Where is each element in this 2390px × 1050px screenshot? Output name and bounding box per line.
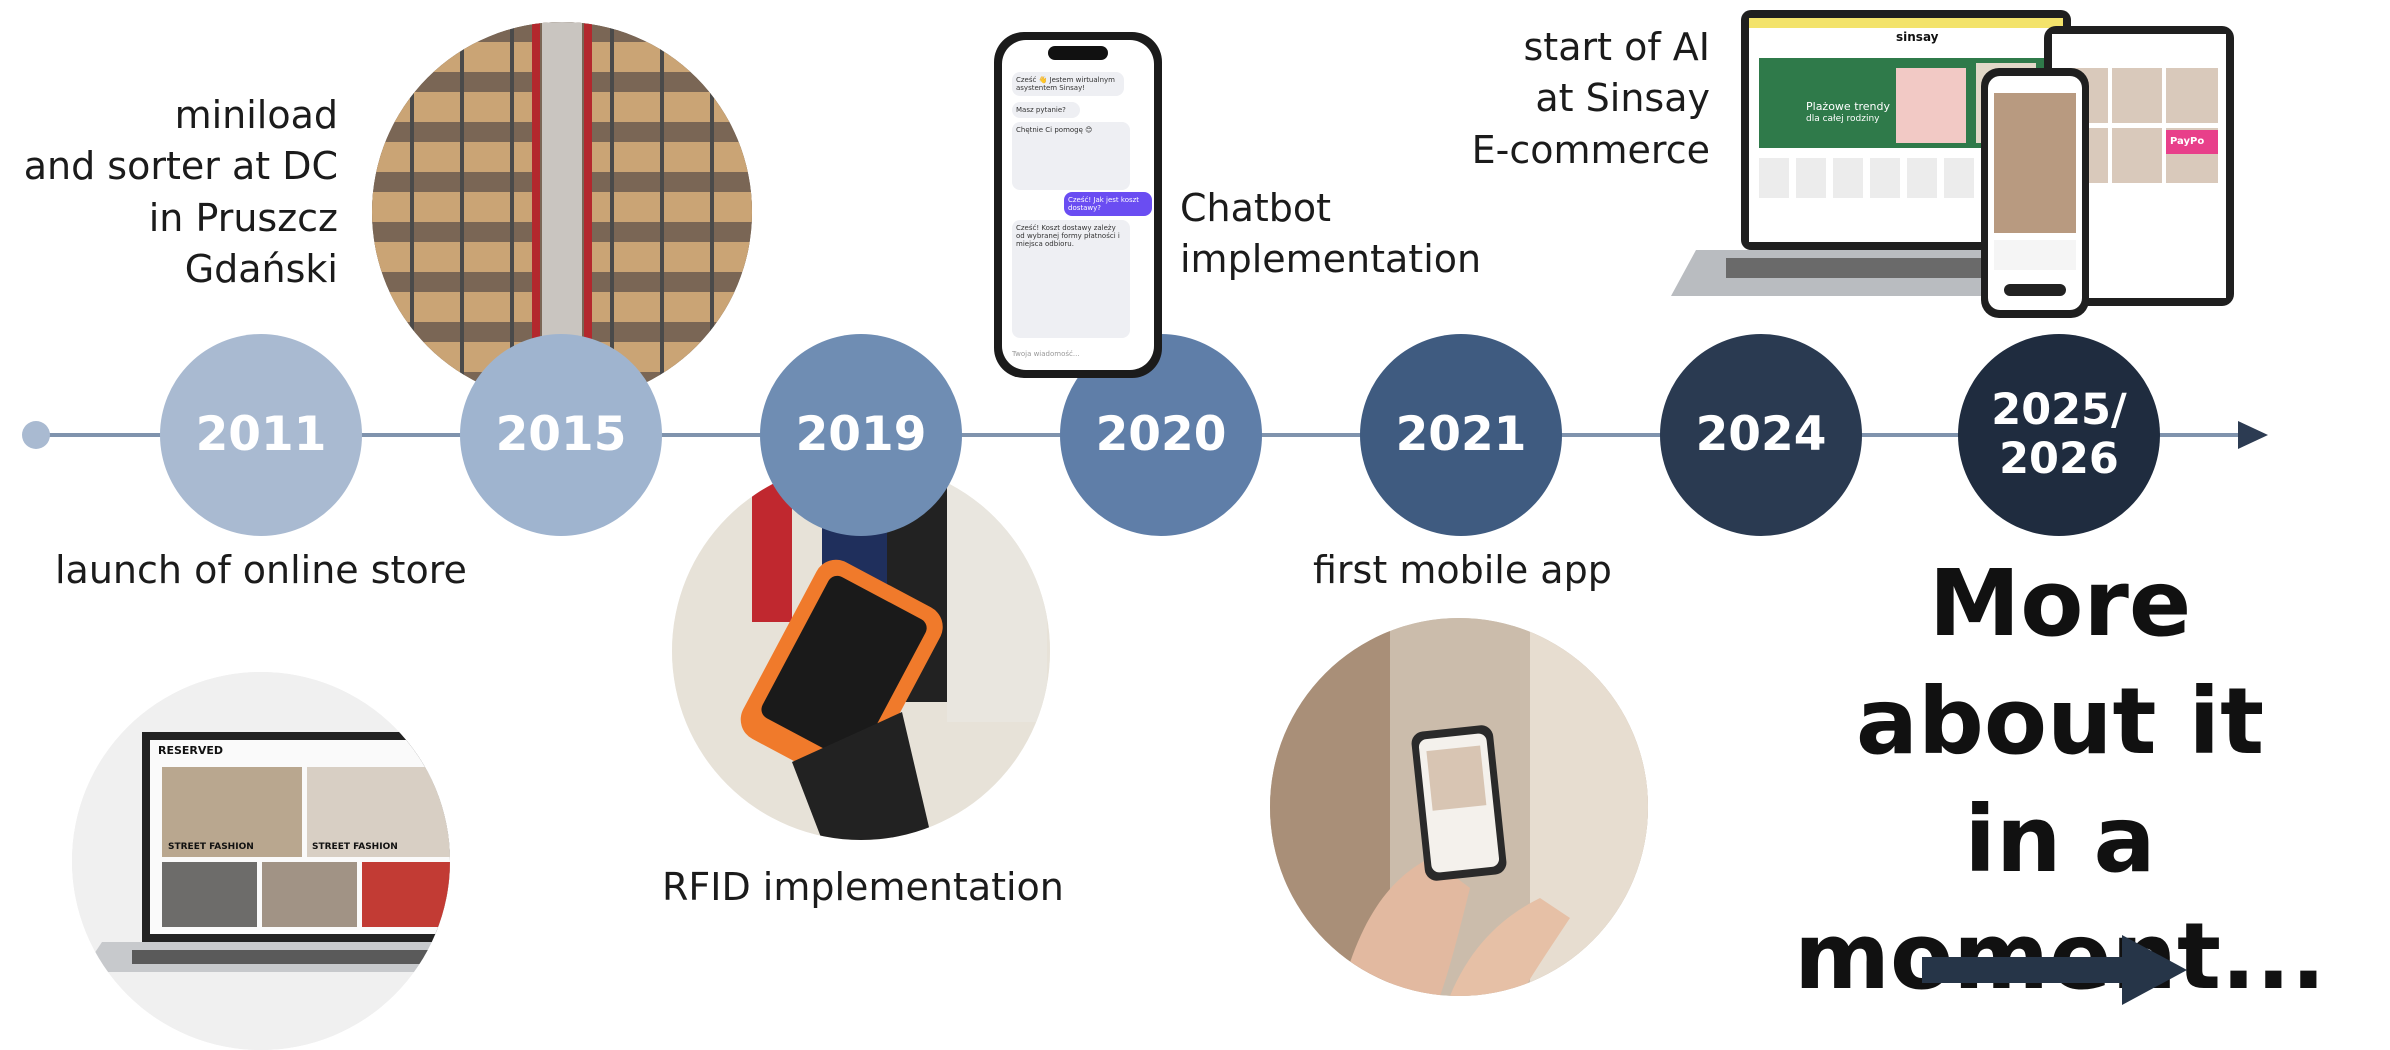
caption-2020: Chatbot implementation	[1180, 186, 1482, 282]
caption-2024: start of AI at Sinsay E-commerce	[1471, 25, 1710, 172]
chatbot-phone-screen: Cześć 👋 Jestem wirtualnym asystentem Sin…	[1002, 40, 1154, 370]
laptop-screen-brand: RESERVED	[158, 744, 224, 757]
chat-bubble-bot-2: Masz pytanie?	[1012, 102, 1080, 118]
ecommerce-brand: sinsay	[1896, 30, 1939, 44]
caption-2011: launch of online store	[55, 548, 467, 592]
year-circle-2025-2026: 2025/ 2026	[1958, 334, 2160, 536]
laptop-online-store-photo: RESERVED STREET FASHION STREET FASHION	[72, 672, 450, 1050]
year-circle-2019: 2019	[760, 334, 962, 536]
mobile-app-hands-image	[1270, 618, 1648, 996]
timeline-arrowhead	[2238, 421, 2268, 449]
ecommerce-devices-image	[1671, 10, 2234, 318]
chat-input[interactable]: Twoja wiadomość...	[1012, 350, 1080, 358]
chat-bubble-bot-3: Chętnie Ci pomogę 😊	[1012, 122, 1130, 190]
ecommerce-hero-title: Plażowe trendy	[1806, 100, 1891, 113]
year-circle-2024: 2024	[1660, 334, 1862, 536]
laptop-tile-label-1: STREET FASHION	[168, 842, 254, 852]
chatbot-phone: Cześć 👋 Jestem wirtualnym asystentem Sin…	[994, 32, 1162, 378]
caption-2019: RFID implementation	[662, 865, 1064, 909]
caption-2015: miniload and sorter at DC in Pruszcz Gda…	[23, 93, 338, 291]
ecommerce-devices: sinsay Plażowe trendy dla całej rodziny …	[1596, 8, 2236, 326]
year-circle-2021: 2021	[1360, 334, 1562, 536]
next-arrow-icon[interactable]	[1922, 935, 2187, 1005]
chat-bubble-bot-1: Cześć 👋 Jestem wirtualnym asystentem Sin…	[1012, 72, 1124, 96]
chat-bubble-user-1: Cześć! Jak jest koszt dostawy?	[1064, 192, 1152, 216]
ecommerce-pay-badge: PayPo	[2170, 136, 2205, 147]
caption-2021: first mobile app	[1313, 548, 1612, 592]
mobile-app-photo	[1270, 618, 1648, 996]
laptop-tile-label-2: STREET FASHION	[312, 842, 398, 852]
year-circle-2015: 2015	[460, 334, 662, 536]
laptop-image	[72, 672, 450, 1050]
more-about-it-text: More about it in a moment...	[1794, 550, 2326, 1011]
ecommerce-hero-subtitle: dla całej rodziny	[1806, 114, 1880, 124]
chat-bubble-bot-4: Cześć! Koszt dostawy zależy od wybranej …	[1012, 220, 1130, 338]
timeline-start-dot	[22, 421, 50, 449]
phone-notch	[1048, 46, 1108, 60]
year-circle-2011: 2011	[160, 334, 362, 536]
